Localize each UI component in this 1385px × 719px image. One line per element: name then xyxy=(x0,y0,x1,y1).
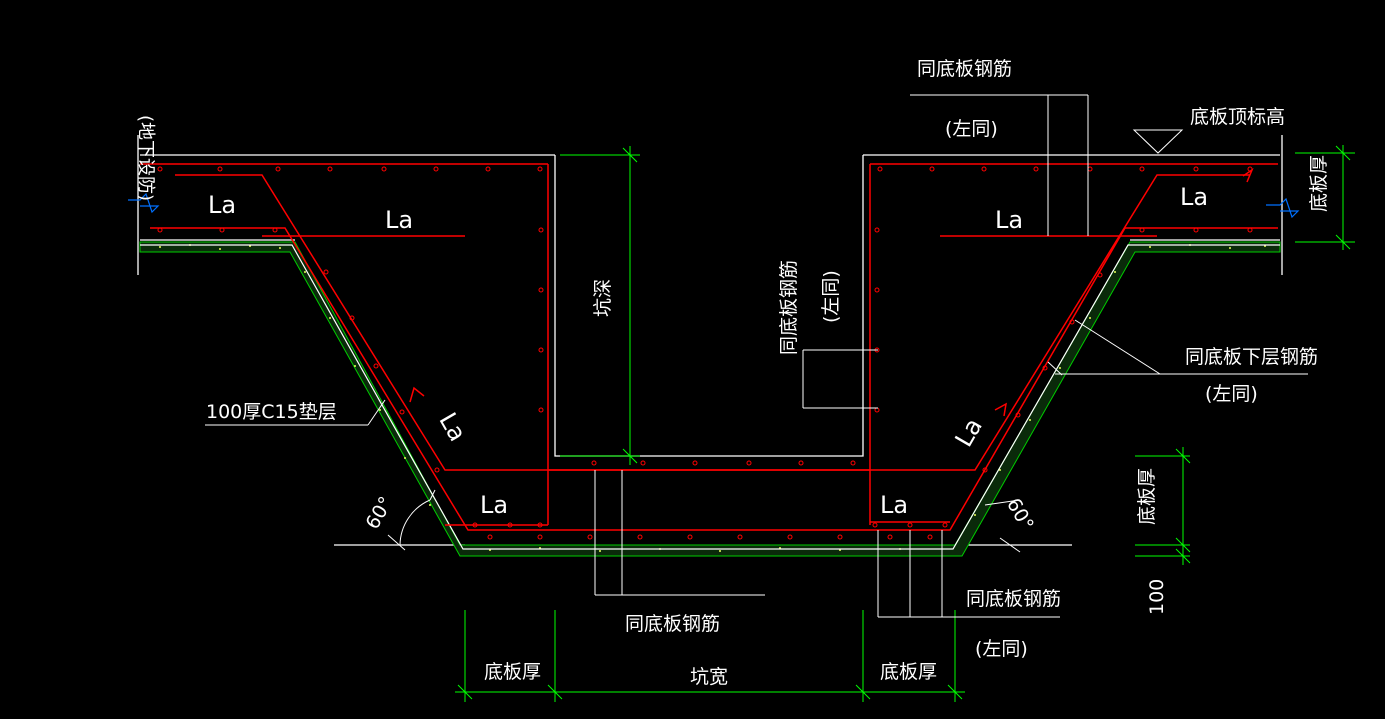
pit-width-label: 坑宽 xyxy=(690,666,728,688)
la-label-left-upper: La xyxy=(385,206,413,234)
bottom-right-rebar-note: 同底板钢筋 xyxy=(966,588,1061,610)
cushion-label: 100厚C15垫层 xyxy=(206,401,337,423)
middle-rebar-note-sub: (左同) xyxy=(820,270,842,323)
top-rebar-note-sub: (左同) xyxy=(945,118,998,140)
cushion-inner-line xyxy=(140,244,1280,550)
top-elevation-label: 底板顶标高 xyxy=(1190,106,1285,128)
middle-rebar-note: 同底板钢筋 xyxy=(778,260,800,355)
la-label-bottom-left: La xyxy=(480,491,508,519)
dimension-lines xyxy=(455,145,1355,702)
rebar-dots xyxy=(157,166,1253,540)
edge-partial-text: (地下设防) xyxy=(135,115,156,201)
la-label-right-upper: La xyxy=(995,206,1023,234)
rebar-arrows xyxy=(409,168,1254,417)
leader-lines xyxy=(205,94,1308,618)
left-break-line xyxy=(128,192,160,214)
rebar-lines xyxy=(140,163,1278,531)
bottom-left-slab-thickness-label: 底板厚 xyxy=(484,661,541,683)
right-slab-thickness-label: 底板厚 xyxy=(1308,155,1330,212)
top-rebar-note: 同底板钢筋 xyxy=(917,58,1012,80)
bottom-right-rebar-note-sub: (左同) xyxy=(975,638,1028,660)
la-label-left-slope: La xyxy=(433,408,471,446)
lower-rebar-note: 同底板下层钢筋 xyxy=(1185,346,1318,368)
la-label-right-slope: La xyxy=(950,413,988,451)
pit-depth-label: 坑深 xyxy=(592,279,614,317)
right-break-line xyxy=(1266,197,1300,219)
bottom-right-slab-thickness-label: 底板厚 xyxy=(880,661,937,683)
right-lower-slab-thickness-label: 底板厚 xyxy=(1136,468,1158,525)
bottom-left-rebar-note: 同底板钢筋 xyxy=(625,613,720,635)
right-angle-label: 60° xyxy=(1002,494,1038,534)
la-label-top-right: La xyxy=(1180,183,1208,211)
la-label-bottom-right: La xyxy=(880,491,908,519)
cushion-thickness-label: 100 xyxy=(1146,579,1168,615)
left-angle-label: 60° xyxy=(362,493,398,533)
cushion-speckles xyxy=(159,244,1266,552)
concrete-outline xyxy=(137,135,1283,546)
la-label-top-left: La xyxy=(208,191,236,219)
lower-rebar-note-sub: (左同) xyxy=(1205,383,1258,405)
c15-cushion-layer xyxy=(139,241,1281,557)
